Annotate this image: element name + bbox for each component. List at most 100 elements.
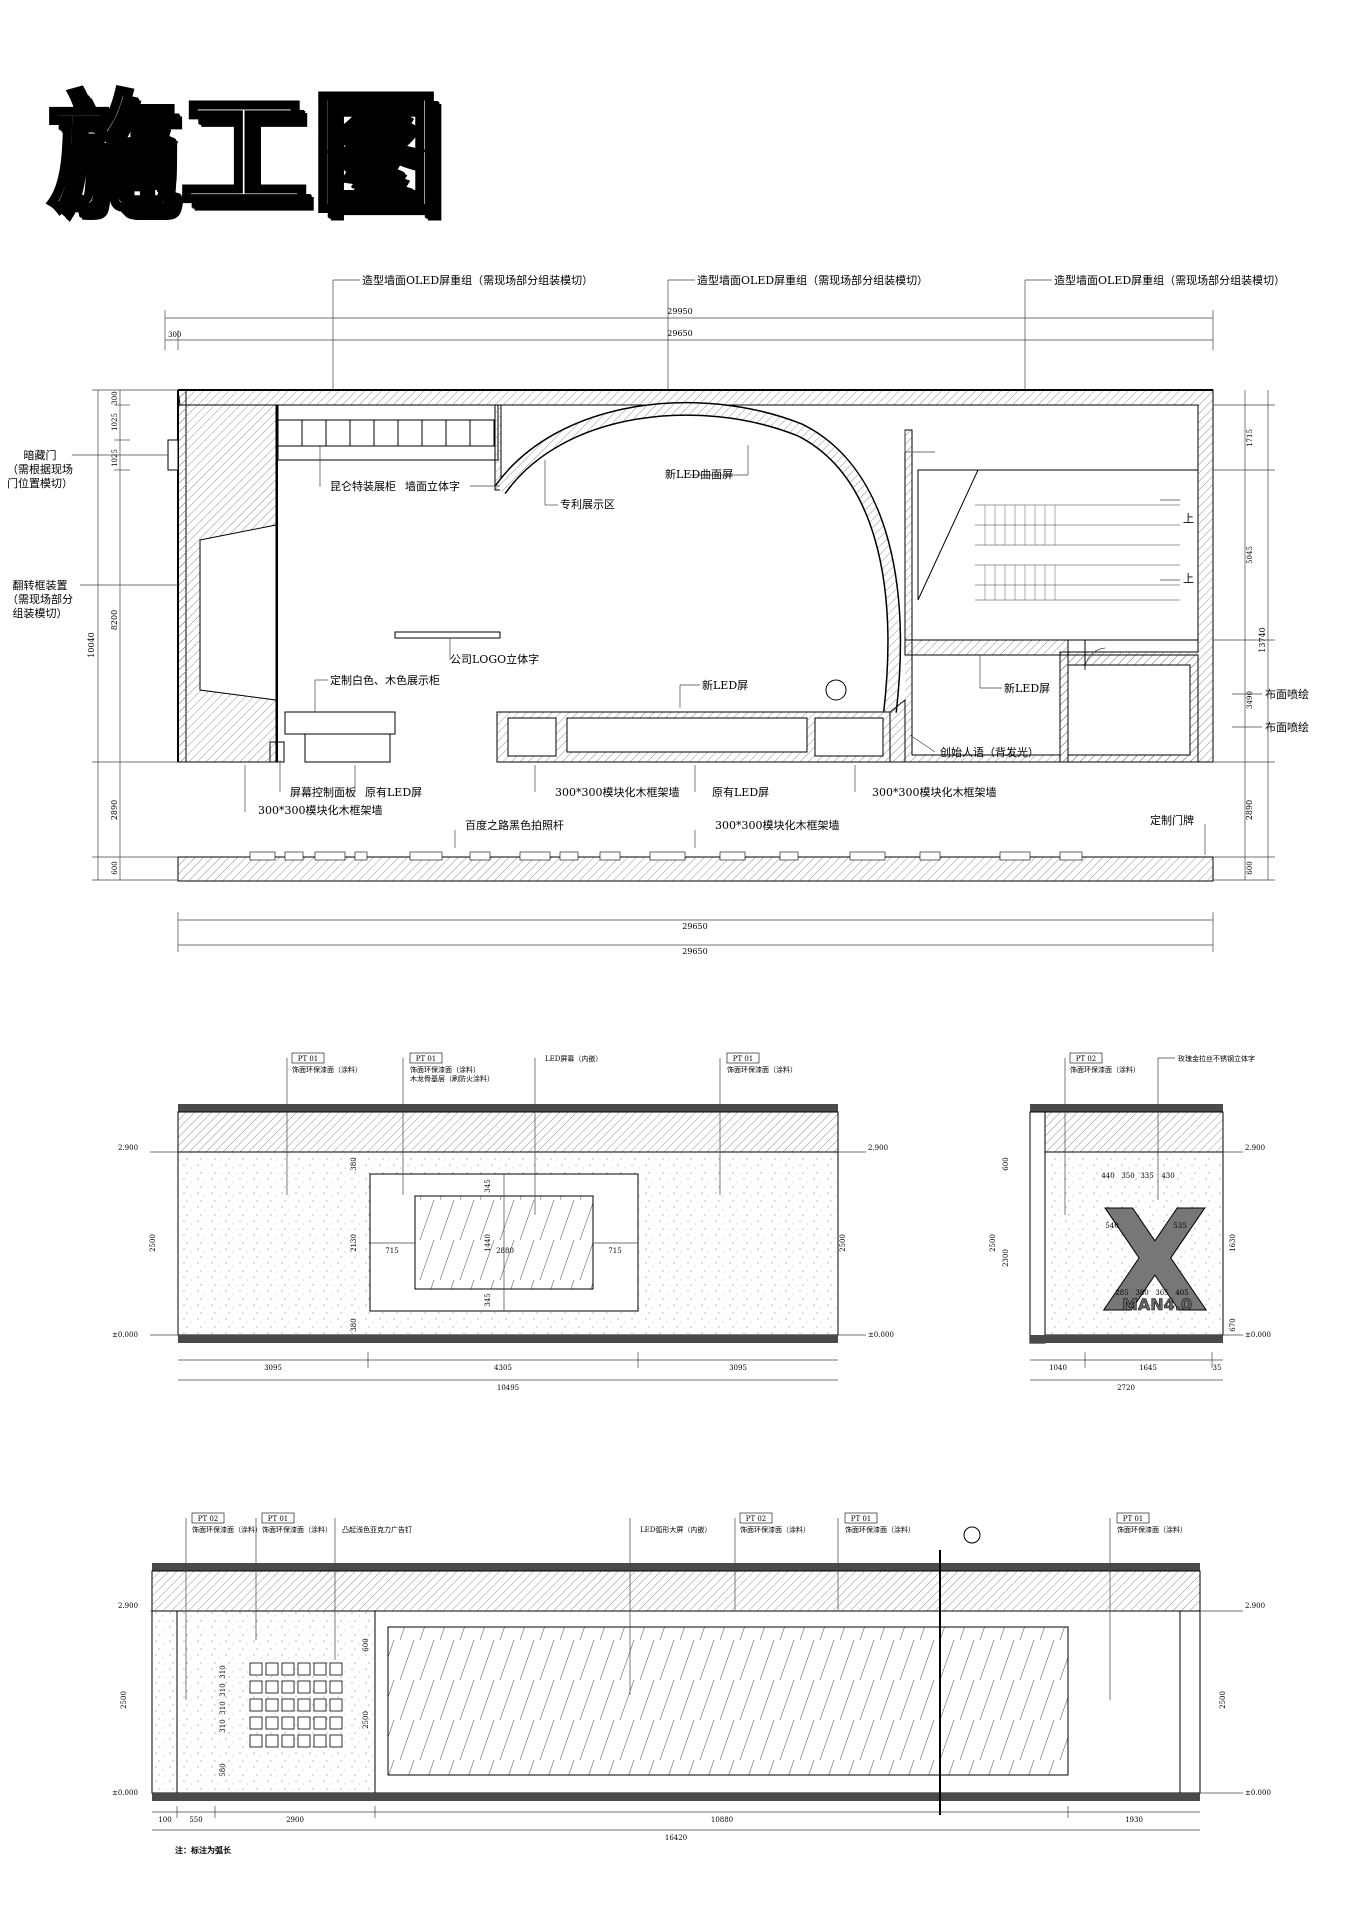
- svg-text:2.900: 2.900: [118, 1144, 138, 1152]
- logo-bar: [394, 631, 501, 639]
- label-door-sign: 定制门牌: [1150, 813, 1194, 827]
- label-oled-1: 造型墙面OLED屏重组（需现场部分组装模切）: [362, 273, 593, 287]
- svg-text:535: 535: [1173, 1222, 1186, 1230]
- svg-text:LED弧形大屏（内嵌）: LED弧形大屏（内嵌）: [640, 1525, 711, 1534]
- label-baidu-pole: 百度之路黑色拍照杆: [465, 818, 564, 832]
- svg-text:饰面环保漆面（涂料）: 饰面环保漆面（涂料）: [1117, 1525, 1187, 1534]
- elevation-1: 715 2880 715 380 2130 380 345 1440 345 P…: [112, 1052, 894, 1392]
- svg-text:2880: 2880: [496, 1247, 514, 1255]
- svg-text:2300: 2300: [1002, 1249, 1010, 1267]
- label-flip-frame-2: （需现场部分: [7, 592, 73, 606]
- label-orig-led-mid: 原有LED屏: [712, 785, 769, 799]
- svg-text:380: 380: [350, 1318, 358, 1331]
- label-screen-panel: 屏幕控制面板: [290, 785, 356, 799]
- svg-text:木龙骨基层（刷防火涂料）: 木龙骨基层（刷防火涂料）: [410, 1074, 494, 1083]
- dim-left-c: 1025: [111, 449, 119, 467]
- dim-total-outer: 29950: [667, 307, 692, 316]
- svg-text:饰面环保漆面（涂料）: 饰面环保漆面（涂料）: [845, 1525, 915, 1534]
- flip-frame-shape: [199, 524, 277, 701]
- dim-left-offset: 300: [168, 331, 181, 339]
- dim-bottom-2: 29650: [682, 947, 707, 956]
- svg-text:饰面环保漆面（涂料）: 饰面环保漆面（涂料）: [740, 1525, 810, 1534]
- label-hidden-door-1: 暗藏门: [24, 448, 57, 462]
- svg-text:10880: 10880: [711, 1816, 733, 1824]
- elev3-tag-6: PT 01 饰面环保漆面（涂料）: [837, 1512, 915, 1610]
- escalator-zone: 上 上: [904, 429, 1198, 656]
- dim-right-a: 1715: [1246, 429, 1254, 447]
- svg-text:2500: 2500: [362, 1711, 370, 1729]
- svg-text:405: 405: [1175, 1289, 1188, 1297]
- svg-text:1930: 1930: [1125, 1816, 1143, 1824]
- svg-text:±0.000: ±0.000: [112, 1789, 138, 1797]
- svg-text:600: 600: [1002, 1157, 1010, 1170]
- svg-text:2500: 2500: [839, 1234, 847, 1252]
- label-patent: 专利展示区: [560, 497, 615, 511]
- svg-text:饰面环保漆面（涂料）: 饰面环保漆面（涂料）: [1070, 1065, 1140, 1074]
- escalator-up-2: 上: [1183, 572, 1194, 585]
- dim-right-b: 5045: [1246, 546, 1254, 564]
- label-hidden-door-3: 门位置模切）: [7, 476, 73, 490]
- label-oled-2: 造型墙面OLED屏重组（需现场部分组装模切）: [697, 273, 928, 287]
- svg-text:550: 550: [189, 1816, 202, 1824]
- elev3-tag-3: 凸起浅色亚克力广告钉: [334, 1518, 412, 1660]
- label-module-wall-right: 300*300模块化木框架墙: [872, 785, 997, 799]
- svg-text:2900: 2900: [286, 1816, 304, 1824]
- label-custom-cabinet: 定制白色、木色展示柜: [330, 673, 440, 687]
- label-kunlun: 昆仑特装展柜: [330, 479, 396, 493]
- dim-left-bottom: 600: [111, 861, 119, 874]
- display-cabinet-left: [284, 711, 396, 735]
- floor-plan: 29950 29650 300 造型墙面OLED屏重组（需现场部分组装模切） 造…: [7, 273, 1309, 956]
- svg-text:2500: 2500: [149, 1234, 157, 1252]
- svg-text:1040: 1040: [1049, 1364, 1067, 1372]
- dim-right-gap: 2890: [1245, 800, 1254, 820]
- svg-text:335: 335: [1140, 1172, 1153, 1180]
- svg-text:LED屏幕（内嵌）: LED屏幕（内嵌）: [545, 1054, 602, 1063]
- svg-text:饰面环保漆面（涂料）: 饰面环保漆面（涂料）: [727, 1065, 797, 1074]
- svg-text:540: 540: [1105, 1222, 1118, 1230]
- svg-text:345: 345: [484, 1179, 492, 1192]
- svg-text:310: 310: [219, 1719, 227, 1732]
- label-hidden-door-2: （需根据现场: [7, 462, 73, 476]
- svg-text:玫瑰金拉丝不锈钢立体字: 玫瑰金拉丝不锈钢立体字: [1178, 1054, 1255, 1063]
- svg-text:310: 310: [219, 1665, 227, 1678]
- label-module-wall-mid: 300*300模块化木框架墙: [555, 785, 680, 799]
- round-element: [825, 679, 847, 701]
- svg-text:310: 310: [219, 1701, 227, 1714]
- elev3-tag-4: LED弧形大屏（内嵌）: [629, 1518, 711, 1695]
- svg-text:±0.000: ±0.000: [1245, 1789, 1271, 1797]
- label-orig-led-left: 原有LED屏: [365, 785, 422, 799]
- svg-text:PT 01: PT 01: [733, 1055, 754, 1063]
- svg-text:2.900: 2.900: [1245, 1602, 1265, 1610]
- svg-text:1645: 1645: [1139, 1364, 1157, 1372]
- svg-text:2500: 2500: [989, 1234, 997, 1252]
- elev2-total: 2720: [1117, 1384, 1135, 1392]
- svg-text:310: 310: [219, 1683, 227, 1696]
- label-oled-3: 造型墙面OLED屏重组（需现场部分组装模切）: [1054, 273, 1285, 287]
- elev2-tag-1: PT 02 饰面环保漆面（涂料）: [1064, 1052, 1140, 1215]
- svg-text:饰面环保漆面（涂料）: 饰面环保漆面（涂料）: [262, 1525, 332, 1534]
- svg-text:PT 01: PT 01: [1123, 1515, 1144, 1523]
- svg-text:670: 670: [1229, 1318, 1237, 1331]
- elev1-total: 10495: [497, 1384, 519, 1392]
- svg-text:凸起浅色亚克力广告钉: 凸起浅色亚克力广告钉: [342, 1525, 412, 1534]
- svg-text:饰面环保漆面（涂料）: 饰面环保漆面（涂料）: [192, 1525, 262, 1534]
- sheet-title: 施工图: [46, 78, 445, 232]
- note-arc-length: 注：标注为弧长: [175, 1845, 232, 1855]
- svg-text:4305: 4305: [494, 1364, 512, 1372]
- svg-text:345: 345: [484, 1293, 492, 1306]
- label-led-curved: 新LED曲面屏: [665, 467, 733, 481]
- escalator-up-1: 上: [1183, 512, 1194, 525]
- svg-text:±0.000: ±0.000: [112, 1331, 138, 1339]
- svg-text:饰面环保漆面（涂料）: 饰面环保漆面（涂料）: [410, 1065, 480, 1074]
- svg-text:1630: 1630: [1229, 1234, 1237, 1252]
- label-module-wall-left: 300*300模块化木框架墙: [258, 803, 383, 817]
- svg-text:PT 02: PT 02: [1076, 1055, 1097, 1063]
- svg-text:430: 430: [1161, 1172, 1174, 1180]
- label-wall-3d: 墙面立体字: [405, 479, 460, 493]
- dim-bottom-1: 29650: [682, 922, 707, 931]
- svg-text:2130: 2130: [350, 1234, 358, 1252]
- svg-text:2500: 2500: [120, 1691, 128, 1709]
- led-curved-screen: [387, 1626, 1069, 1776]
- label-founder: 创始人语（背发光）: [940, 745, 1039, 759]
